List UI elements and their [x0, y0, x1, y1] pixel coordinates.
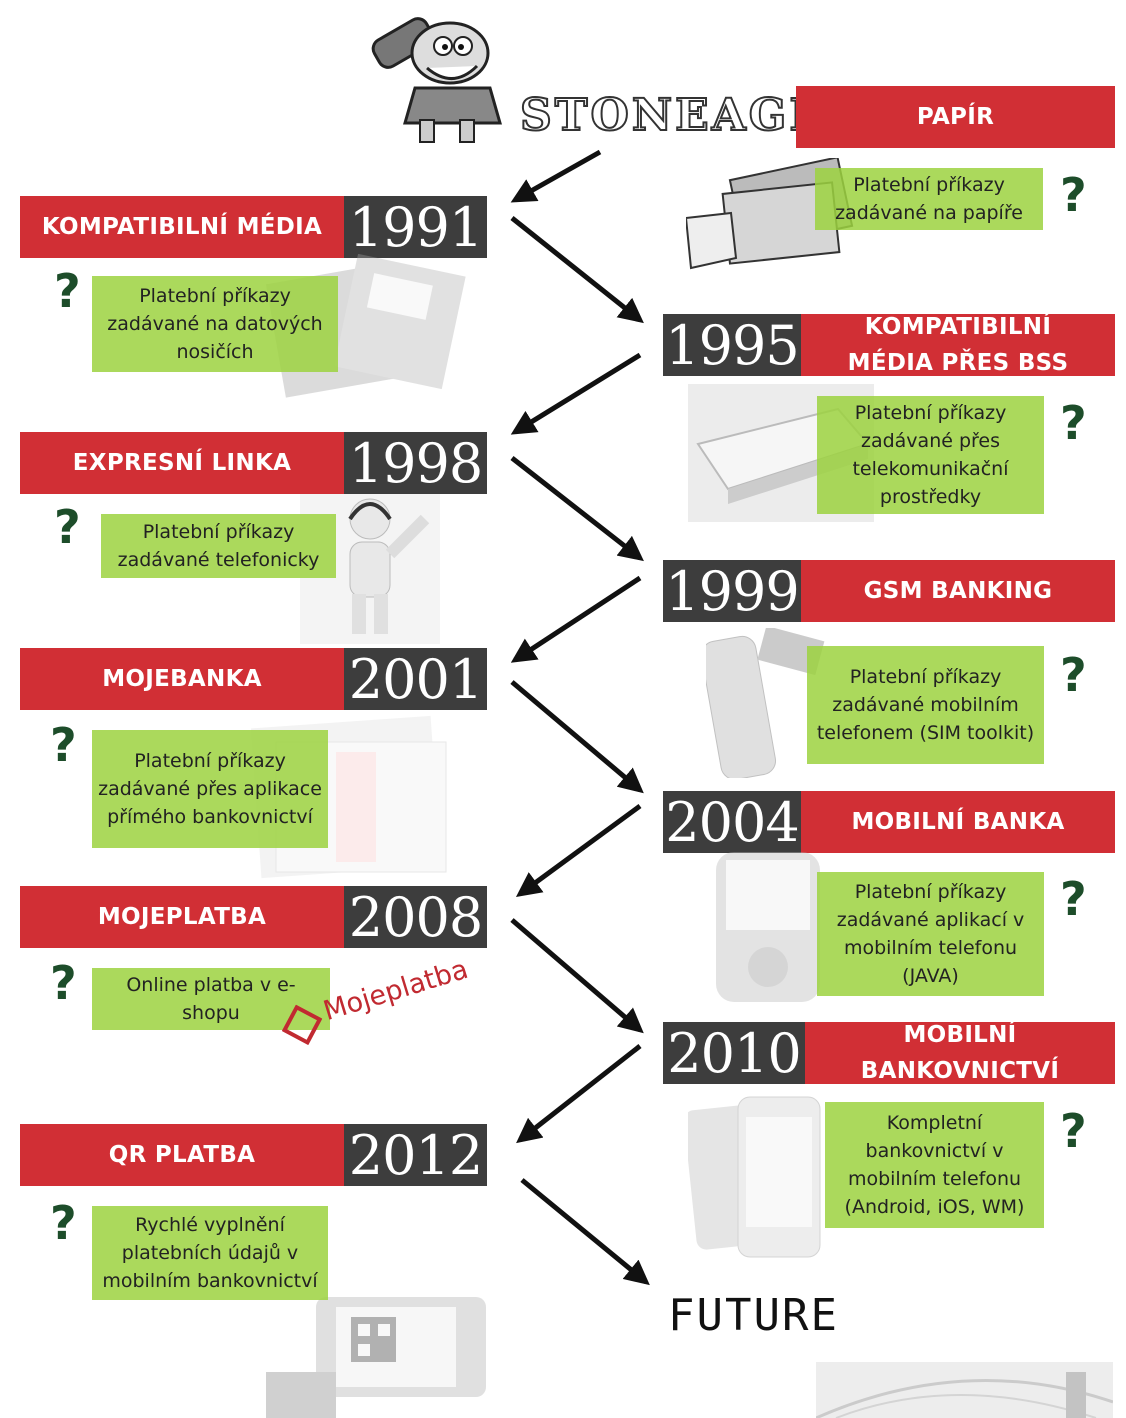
header-2012-year: 2012	[344, 1124, 487, 1187]
qr-phone-illustration	[266, 1297, 486, 1418]
header-2001-label: MOJEBANKA	[20, 648, 344, 710]
desc-box-papir: Platební příkazy zadávané na papíře	[815, 168, 1043, 230]
arrow-icon	[510, 352, 642, 435]
arrow-icon	[510, 216, 644, 324]
question-mark-icon: ?	[54, 500, 81, 554]
header-2008: MOJEPLATBA 2008	[20, 886, 487, 949]
desc-box-2008: Online platba v e-shopu	[92, 968, 330, 1030]
desc-box-2010: Kompletní bankovnictví v mobilním telefo…	[825, 1102, 1044, 1228]
desc-box-2001: Platební příkazy zadávané přes aplikace …	[92, 730, 328, 848]
header-papir-label: PAPÍR	[796, 86, 1115, 148]
header-2004: 2004 MOBILNÍ BANKA	[663, 791, 1115, 854]
header-1991: KOMPATIBILNÍ MÉDIA 1991	[20, 196, 487, 259]
header-2008-label: MOJEPLATBA	[20, 886, 344, 948]
header-1999-year: 1999	[663, 560, 801, 623]
header-1998: EXPRESNÍ LINKA 1998	[20, 432, 487, 495]
header-2010-year: 2010	[663, 1022, 805, 1085]
header-2004-label: MOBILNÍ BANKA	[801, 791, 1115, 853]
mojeplatba-logo: Mojeplatba	[273, 940, 492, 1061]
header-2008-year: 2008	[344, 886, 487, 949]
header-1991-year: 1991	[344, 196, 487, 259]
header-2004-year: 2004	[663, 791, 801, 854]
arrow-icon	[515, 803, 642, 897]
arrow-icon	[510, 149, 602, 203]
header-1991-label: KOMPATIBILNÍ MÉDIA	[20, 196, 344, 258]
header-2010-label: MOBILNÍ BANKOVNICTVÍ	[805, 1022, 1115, 1084]
arrow-icon	[516, 1044, 642, 1144]
question-mark-icon: ?	[1060, 1104, 1087, 1158]
header-1995: 1995 KOMPATIBILNÍ MÉDIA PŘES BSS	[663, 314, 1115, 377]
desc-box-1999: Platební příkazy zadávané mobilním telef…	[807, 646, 1044, 764]
header-2001-year: 2001	[344, 648, 487, 711]
stoneage-title: STONEAGE	[519, 89, 826, 142]
desc-box-1995: Platební příkazy zadávané přes telekomun…	[817, 396, 1044, 514]
arrow-icon	[520, 1178, 650, 1286]
desc-box-1998: Platební příkazy zadávané telefonicky	[101, 514, 336, 578]
desc-box-2012: Rychlé vyplnění platebních údajů v mobil…	[92, 1206, 328, 1300]
smartphones-illustration	[688, 1096, 821, 1258]
caveman-illustration	[371, 17, 502, 143]
question-mark-icon: ?	[1060, 648, 1087, 702]
future-title: FUTURE	[668, 1290, 839, 1341]
header-papir: PAPÍR	[796, 86, 1115, 148]
arrow-icon	[510, 680, 644, 794]
question-mark-icon: ?	[54, 264, 81, 318]
future-illustration	[816, 1362, 1113, 1418]
question-mark-icon: ?	[50, 956, 77, 1010]
java-phone-illustration	[716, 852, 820, 1002]
header-1998-year: 1998	[344, 432, 487, 495]
header-1999-label: GSM BANKING	[801, 560, 1115, 622]
desc-box-1991: Platební příkazy zadávané na datových no…	[92, 276, 338, 372]
header-2001: MOJEBANKA 2001	[20, 648, 487, 711]
arrow-icon	[510, 918, 644, 1034]
arrow-icon	[510, 456, 644, 562]
header-2010: 2010 MOBILNÍ BANKOVNICTVÍ	[663, 1022, 1115, 1085]
header-2012-label: QR PLATBA	[20, 1124, 344, 1186]
header-2012: QR PLATBA 2012	[20, 1124, 487, 1187]
desc-box-2004: Platební příkazy zadávané aplikací v mob…	[817, 872, 1044, 996]
mojeplatba-logo-mark	[281, 1004, 323, 1046]
question-mark-icon: ?	[50, 718, 77, 772]
question-mark-icon: ?	[1060, 168, 1087, 222]
header-1998-label: EXPRESNÍ LINKA	[20, 432, 344, 494]
header-1995-label: KOMPATIBILNÍ MÉDIA PŘES BSS	[801, 314, 1115, 376]
question-mark-icon: ?	[50, 1196, 77, 1250]
header-1995-year: 1995	[663, 314, 801, 377]
question-mark-icon: ?	[1060, 872, 1087, 926]
question-mark-icon: ?	[1060, 396, 1087, 450]
arrow-icon	[510, 575, 642, 663]
header-1999: 1999 GSM BANKING	[663, 560, 1115, 623]
